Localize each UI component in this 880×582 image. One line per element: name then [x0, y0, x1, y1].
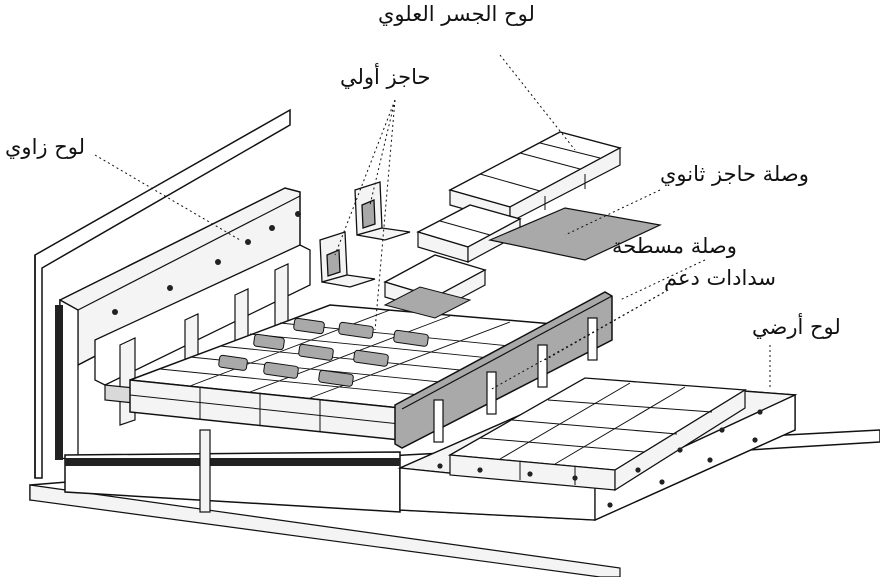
label-flat-joint: وصلة مسطحة — [612, 234, 737, 258]
left-side-block — [55, 298, 79, 461]
flat-joint-rail — [394, 291, 613, 449]
primary-barrier-pieces — [319, 181, 411, 288]
label-floor-panel: لوح أرضي — [752, 315, 841, 339]
label-secondary-barrier-joint: وصلة حاجز ثانوي — [660, 162, 809, 186]
label-support-plugs: سدادات دعم — [664, 266, 776, 290]
leader-lines — [94, 54, 771, 391]
label-primary-barrier: حاجز أولي — [340, 65, 431, 89]
lower-base-left — [64, 429, 401, 513]
label-corner-panel: لوح زاوي — [5, 135, 86, 159]
label-top-bridge-panel: لوح الجسر العلوي — [378, 2, 535, 26]
floor-panel-block — [397, 377, 798, 522]
top-bridge-panels — [383, 131, 662, 319]
support-plugs-posts — [433, 317, 598, 443]
